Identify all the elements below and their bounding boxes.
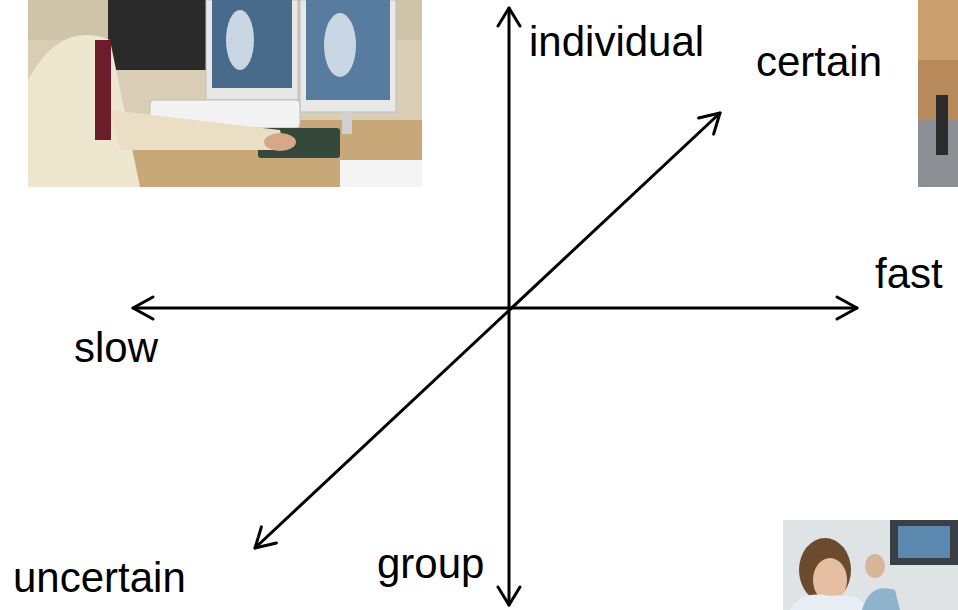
axis-label: certain [756,38,882,86]
arrow-head [837,297,857,319]
axis-label-holder: slow [74,324,158,372]
arrow-head [699,113,720,134]
axis-label-holder: group [377,540,484,588]
axis-label: individual [529,18,704,66]
axis-label: group [377,540,484,588]
axis-label-holder: individual [529,18,704,66]
photo-radiologist [28,0,422,187]
axis-label: slow [74,324,158,372]
arrow-head [498,587,520,605]
axis-label-holder: fast [875,250,943,298]
arrow-head [133,297,153,319]
axis-label-holder: certain [756,38,882,86]
axis-label: fast [875,250,943,298]
arrow-head [255,527,276,548]
arrow-head [498,8,520,26]
axis-label-holder: uncertain [13,554,186,602]
photo-fragment-top [918,0,958,187]
diagonal-axis [255,113,720,548]
axis-label: uncertain [13,554,186,602]
photo-fragment-bottom [783,520,958,610]
axes [133,8,857,605]
horizontal-axis [133,307,857,310]
